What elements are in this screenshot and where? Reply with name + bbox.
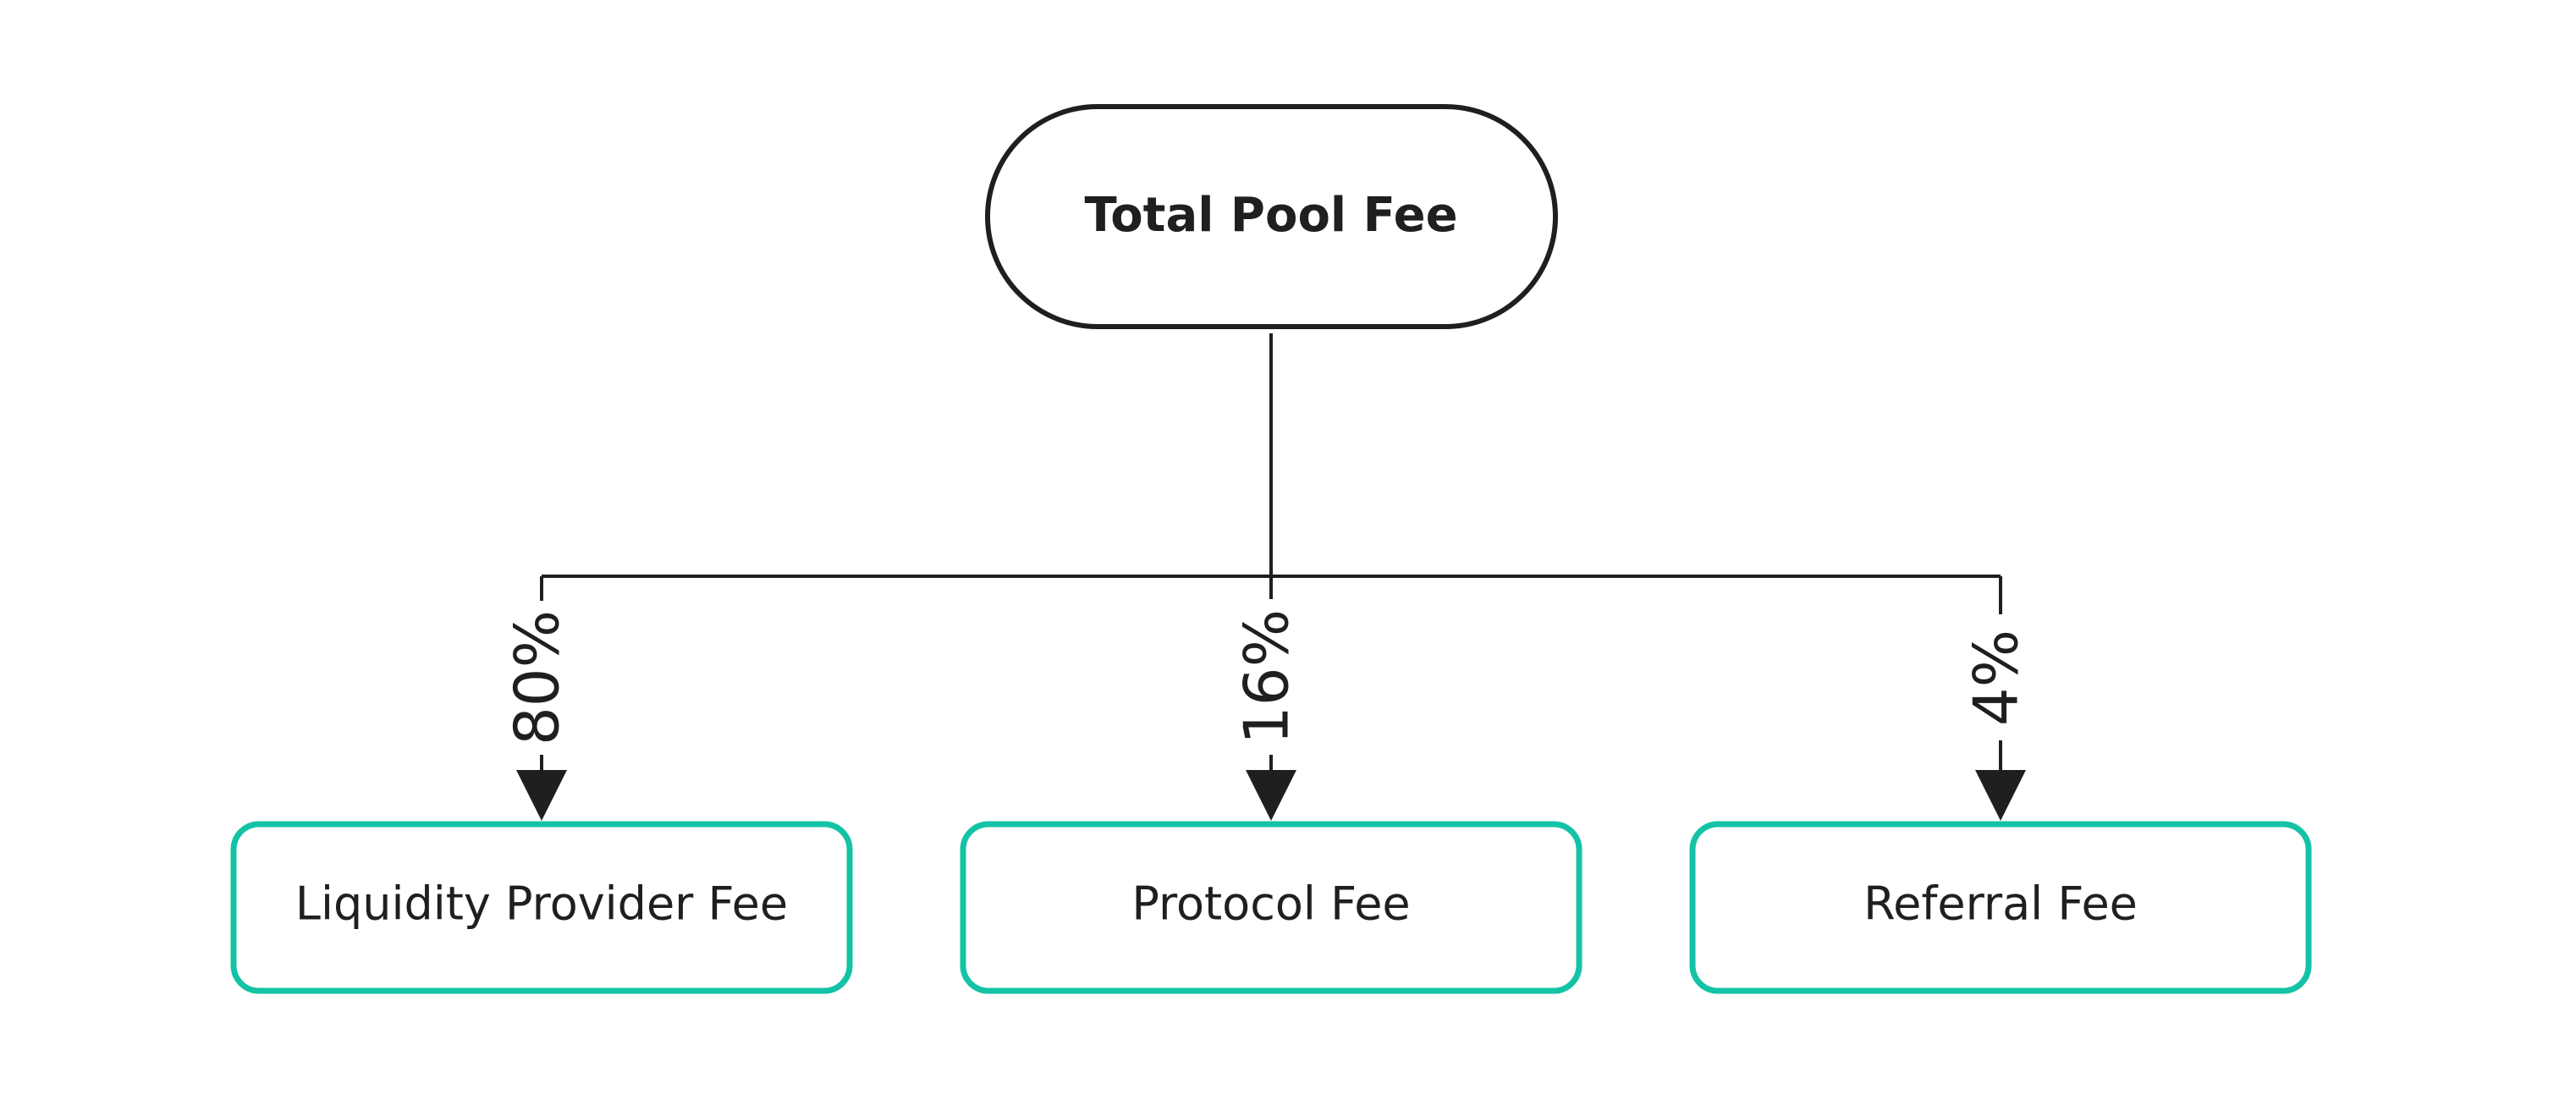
percent-label-liquidity: 80% xyxy=(502,610,573,745)
percent-label-referral: 4% xyxy=(1961,630,2032,726)
arrowhead-referral xyxy=(1975,770,2026,821)
child-node-label: Referral Fee xyxy=(1863,877,2138,931)
root-node: Total Pool Fee xyxy=(985,104,1558,329)
child-node-shape xyxy=(960,821,1582,994)
child-node-referral-fee: Referral Fee xyxy=(1689,821,2312,994)
arrowhead-liquidity xyxy=(516,770,567,821)
child-node-protocol-fee: Protocol Fee xyxy=(960,821,1582,994)
child-node-shape xyxy=(230,821,853,994)
connectors xyxy=(540,333,2002,770)
percent-label-protocol: 16% xyxy=(1231,609,1302,745)
root-node-shape xyxy=(985,104,1558,329)
child-node-shape xyxy=(1689,821,2312,994)
arrowheads xyxy=(516,770,2026,821)
root-node-label: Total Pool Fee xyxy=(1084,188,1457,243)
child-node-label: Liquidity Provider Fee xyxy=(295,877,788,931)
child-node-label: Protocol Fee xyxy=(1131,877,1410,931)
child-node-liquidity-provider-fee: Liquidity Provider Fee xyxy=(230,821,853,994)
arrowhead-protocol xyxy=(1246,770,1296,821)
